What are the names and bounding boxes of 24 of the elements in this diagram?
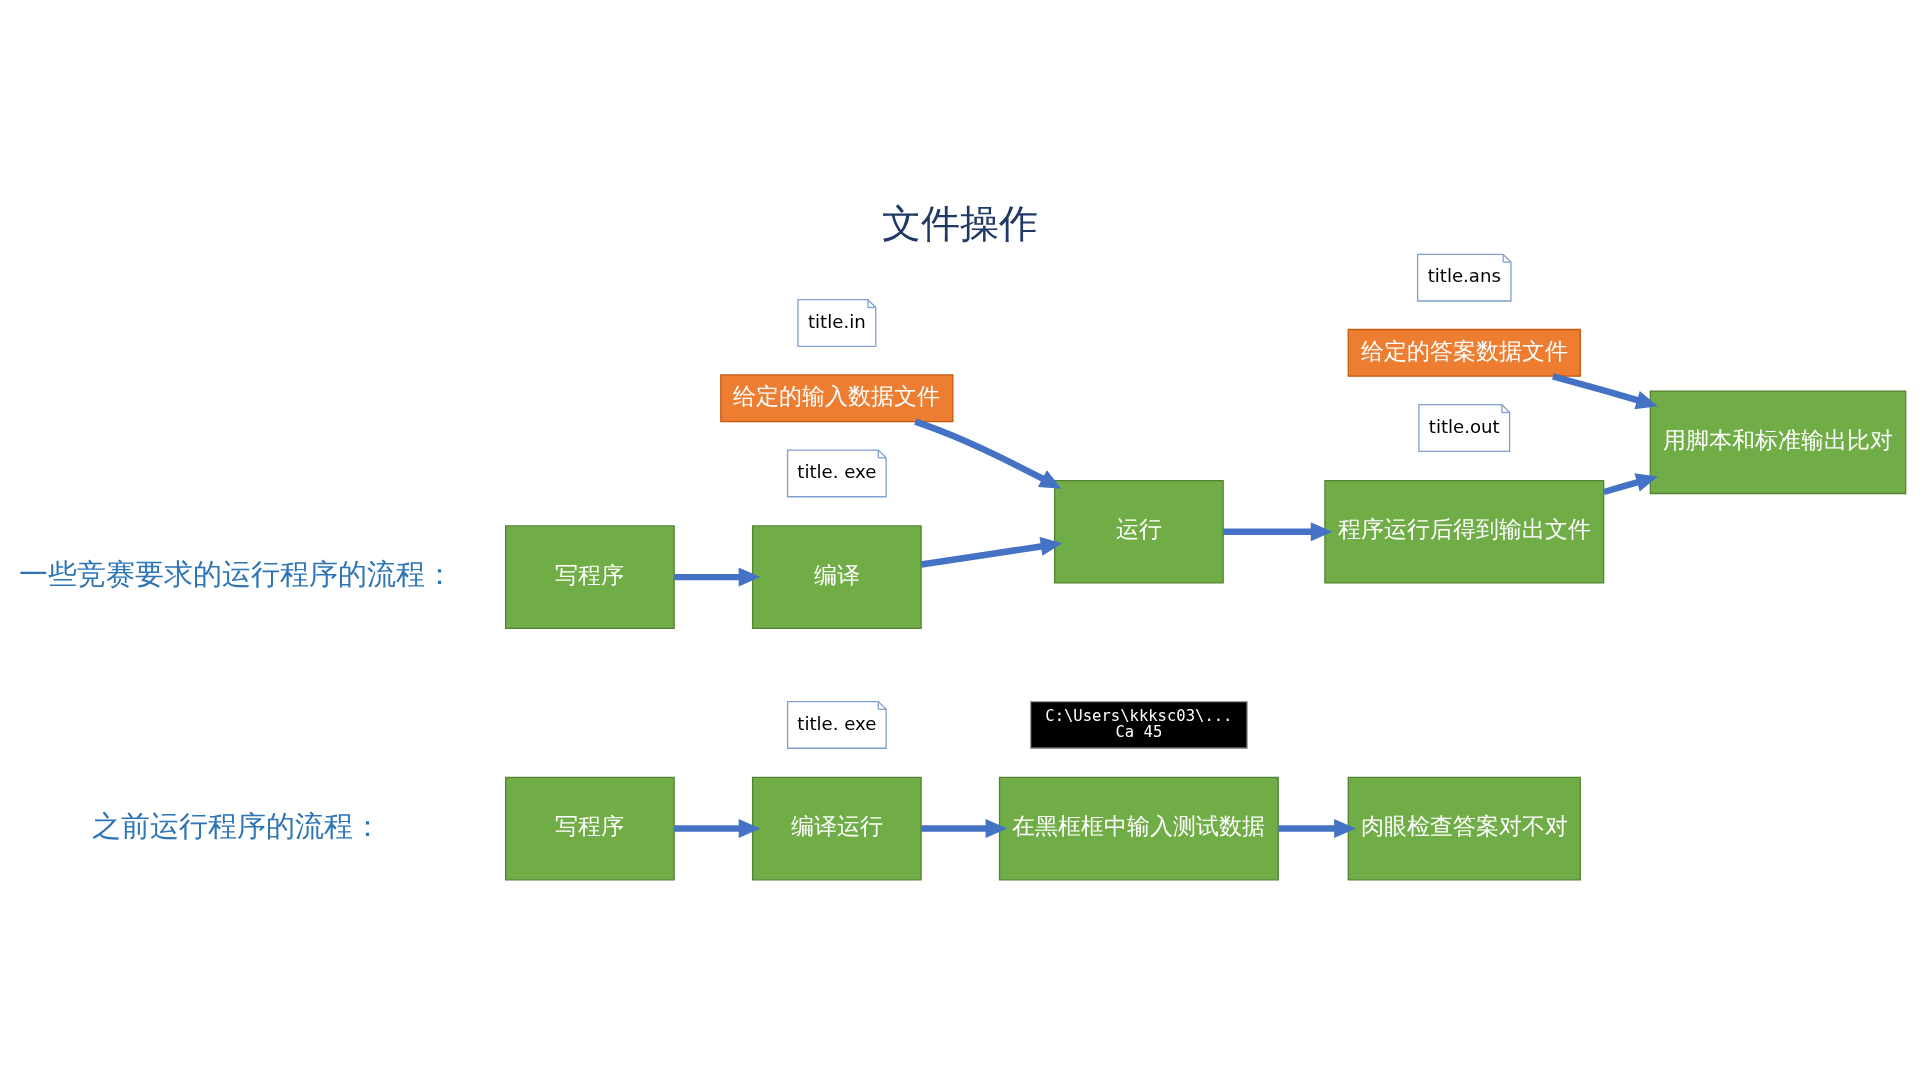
node-box: 用脚本和标准输出比对 xyxy=(1649,389,1907,494)
node-box: 给定的输入数据文件 xyxy=(720,373,954,422)
node-box: 程序运行后得到输出文件 xyxy=(1324,479,1605,584)
arrow xyxy=(1602,472,1658,495)
node-box: 肉眼检查答案对不对 xyxy=(1347,776,1581,880)
diagram-title: 文件操作 xyxy=(882,200,1038,246)
arrow xyxy=(1278,818,1356,838)
node-box: 编译 xyxy=(751,524,922,629)
arrow xyxy=(1552,372,1658,409)
arrow xyxy=(914,418,1062,489)
node-box: 写程序 xyxy=(505,776,675,880)
label: 之前运行程序的流程： xyxy=(91,809,382,843)
arrow xyxy=(674,567,761,587)
node-box: C:\Users\kkksc03\... Ca 45 xyxy=(1030,700,1248,749)
node-box: 给定的答案数据文件 xyxy=(1347,328,1581,377)
arrow xyxy=(921,818,1008,838)
node-box: 编译运行 xyxy=(751,776,922,880)
node-box: 在黑框框中输入测试数据 xyxy=(998,776,1279,880)
arrow xyxy=(920,536,1063,568)
node-box: 写程序 xyxy=(505,524,675,629)
label: 一些竞赛要求的运行程序的流程： xyxy=(19,557,455,591)
node-box: 运行 xyxy=(1054,479,1224,584)
arrow xyxy=(674,818,761,838)
arrow xyxy=(1223,521,1333,541)
